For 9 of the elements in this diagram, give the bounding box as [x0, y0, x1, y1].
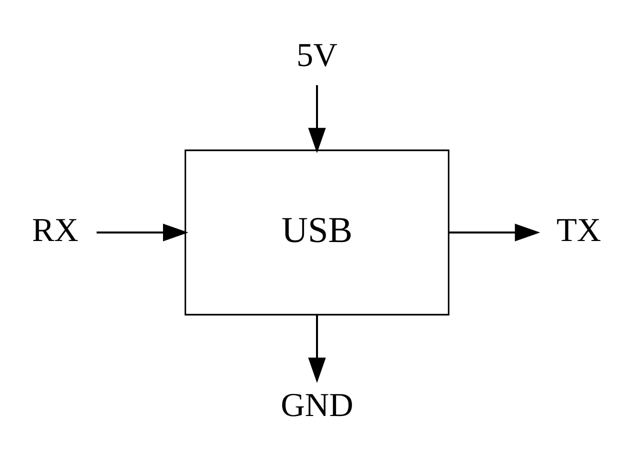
- node-box: USB: [184, 149, 450, 315]
- node-text: GND: [280, 386, 354, 424]
- node-text: RX: [32, 212, 78, 249]
- arrow: [448, 223, 540, 241]
- arrow: [308, 314, 326, 382]
- node-text: 5V: [296, 36, 338, 74]
- arrow: [96, 223, 188, 241]
- arrow: [308, 84, 326, 153]
- node-text: TX: [556, 212, 602, 249]
